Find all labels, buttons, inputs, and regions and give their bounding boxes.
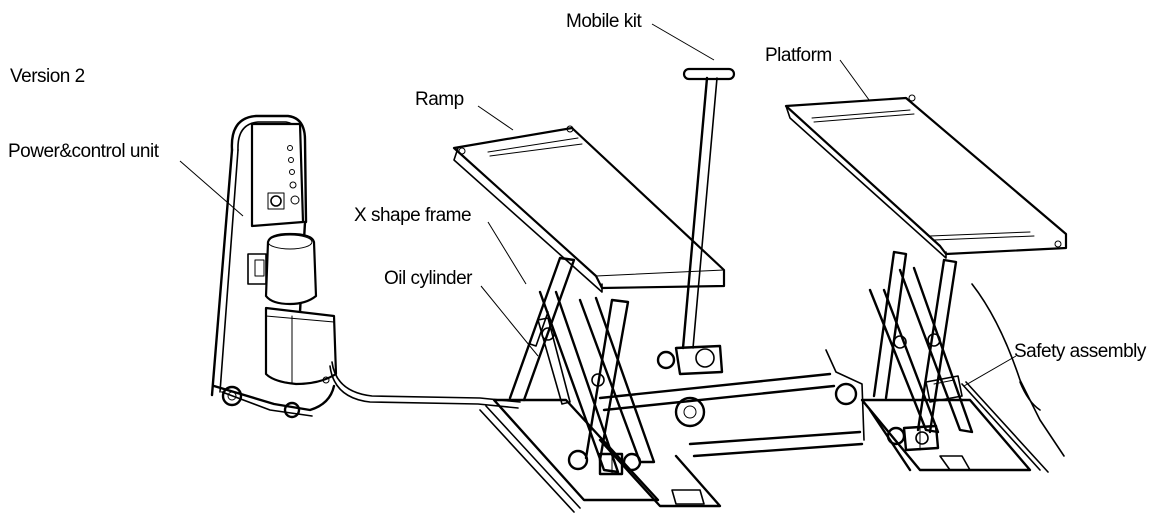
mobile-kit-drawing <box>598 67 865 458</box>
wheel-icon <box>886 426 906 446</box>
leader-platform <box>839 59 873 105</box>
leader-safety-assembly <box>963 355 1017 387</box>
indicator-light-icon <box>288 157 294 163</box>
leader-lines <box>179 23 1017 387</box>
label-power-control-unit: Power&control unit <box>8 141 160 162</box>
label-x-shape-frame: X shape frame <box>354 205 471 226</box>
leader-ramp <box>477 105 514 131</box>
wheel-icon <box>674 396 706 428</box>
label-safety-assembly: Safety assembly <box>1014 341 1147 362</box>
control-knob-icon <box>270 195 282 207</box>
platform-lift-drawing <box>784 94 1068 473</box>
control-button-icon <box>290 195 300 205</box>
indicator-light-icon <box>289 169 295 175</box>
ramp-lift-drawing <box>452 125 726 513</box>
wheel-icon <box>567 449 589 471</box>
power-control-unit-drawing <box>210 114 338 419</box>
indicator-light-icon <box>287 145 293 151</box>
label-platform: Platform <box>765 45 832 66</box>
wheel-icon <box>221 385 243 407</box>
version-label: Version 2 <box>10 66 85 87</box>
label-ramp: Ramp <box>415 89 464 110</box>
wheel-icon <box>834 382 858 406</box>
leader-mobile-kit <box>651 23 715 61</box>
leader-power-control-unit <box>179 160 244 217</box>
indicator-light-icon <box>289 181 297 189</box>
label-mobile-kit: Mobile kit <box>566 11 642 32</box>
wheel-icon <box>622 452 642 472</box>
label-oil-cylinder: Oil cylinder <box>384 268 473 289</box>
wheel-icon <box>656 350 676 370</box>
wheel-icon <box>283 401 301 419</box>
leader-x-shape-frame <box>487 221 527 285</box>
hydraulic-hose <box>329 361 521 409</box>
